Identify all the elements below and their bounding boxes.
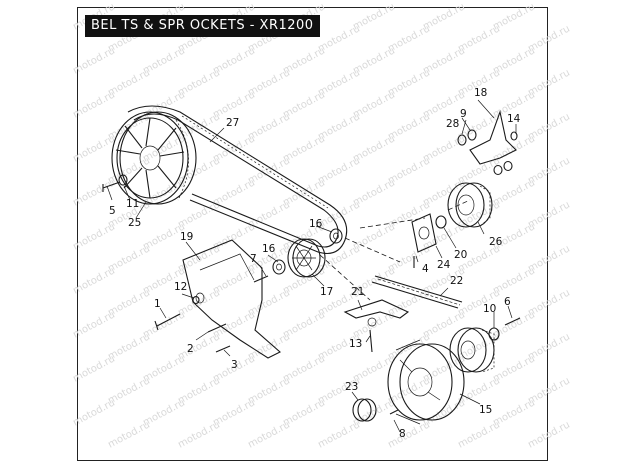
- callout-9: 9: [460, 108, 467, 120]
- watermark-text: motod.ru: [176, 419, 222, 450]
- callout-15: 15: [479, 404, 492, 416]
- watermark-text: motod.ru: [71, 221, 117, 252]
- watermark-text: motod.ru: [526, 419, 572, 450]
- watermark-text: motod.ru: [106, 419, 152, 450]
- callout-16b: 16: [262, 243, 276, 255]
- front-pulley: [287, 238, 326, 278]
- callout-4: 4: [422, 263, 429, 275]
- watermark-text: motod.ru: [71, 45, 117, 76]
- watermark-text: motod.ru: [71, 177, 117, 208]
- callout-22: 22: [450, 275, 463, 287]
- sprocket-mount-plate: [411, 213, 447, 253]
- watermark-text: motod.ru: [386, 419, 432, 450]
- callout-1: 1: [154, 298, 161, 310]
- callout-2: 2: [187, 343, 194, 355]
- diagram-title: BEL TS & SPR OCKETS - XR1200: [85, 15, 320, 37]
- rear-hub-drum: [387, 339, 465, 425]
- callout-25: 25: [128, 217, 141, 229]
- washer-small: [329, 228, 343, 244]
- diagram-frame: [77, 7, 548, 461]
- watermark-text: motod.ru: [246, 419, 292, 450]
- callout-10: 10: [483, 303, 496, 315]
- callout-13: 13: [349, 338, 362, 350]
- watermark-text: motod.ru: [456, 419, 502, 450]
- callout-labels: 1 2 3 4 5 6 7 8 9 10 11 12 13 14 15 16 1…: [109, 87, 521, 440]
- transmission-sprocket: [447, 182, 493, 228]
- watermark-text: motod.ru: [71, 265, 117, 296]
- chain-guard: [343, 299, 410, 327]
- callout-27: 27: [226, 117, 239, 129]
- watermark-text: motod.ru: [71, 397, 117, 428]
- callout-20: 20: [454, 249, 467, 261]
- chain: [371, 275, 463, 309]
- callout-8: 8: [399, 428, 406, 440]
- watermark-text: motod.ru: [71, 309, 117, 340]
- callout-19: 19: [180, 231, 193, 243]
- callout-28: 28: [446, 118, 459, 130]
- callout-11: 11: [126, 198, 139, 210]
- callout-5: 5: [109, 205, 116, 217]
- callout-7: 7: [250, 253, 257, 265]
- callout-14: 14: [507, 113, 521, 125]
- callout-6: 6: [504, 296, 511, 308]
- callout-12: 12: [174, 281, 187, 293]
- callout-21: 21: [351, 286, 364, 298]
- callout-17: 17: [320, 286, 333, 298]
- watermark-text: motod.ru: [71, 89, 117, 120]
- rear-sprocket: [449, 327, 500, 373]
- watermark-text: motod.ru: [71, 133, 117, 164]
- watermark-text: motod.ru: [71, 353, 117, 384]
- callout-23: 23: [345, 381, 358, 393]
- mounting-bracket: [457, 109, 518, 176]
- sprocket-cover: [182, 239, 281, 359]
- watermark-text: motod.ru: [316, 419, 362, 450]
- bolts: [102, 174, 521, 415]
- callout-26: 26: [489, 236, 503, 248]
- rear-belt-pulley: [111, 111, 197, 205]
- leader-lines: [106, 99, 517, 433]
- callout-24: 24: [437, 259, 451, 271]
- washer: [272, 259, 286, 275]
- drive-belt: [127, 105, 348, 255]
- spacer: [352, 398, 377, 422]
- alignment-line: [319, 199, 471, 301]
- callout-3: 3: [231, 359, 238, 371]
- callout-18: 18: [474, 87, 487, 99]
- callout-16a: 16: [309, 218, 323, 230]
